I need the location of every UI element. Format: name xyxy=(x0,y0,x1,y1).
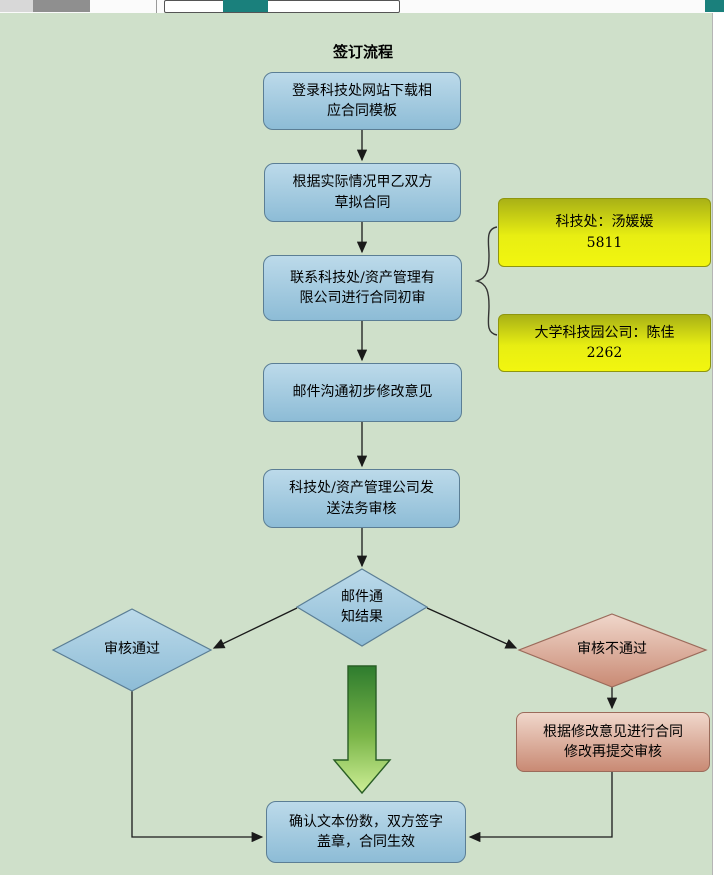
flow-step-download-label: 登录科技处网站下载相 应合同模板 xyxy=(292,82,432,119)
formula-bar[interactable] xyxy=(164,0,400,13)
topbar-teal-cell-right xyxy=(705,0,724,12)
flow-step-initial-review-box: 联系科技处/资产管理有 限公司进行合同初审 xyxy=(263,255,462,321)
topbar-segment-dark xyxy=(33,0,90,12)
contact-park-label: 大学科技园公司：陈佳 2262 xyxy=(534,324,675,361)
topbar-teal-cell xyxy=(223,0,268,12)
flow-step-legal-review-box: 科技处/资产管理公司发 送法务审核 xyxy=(263,469,460,528)
decision-label: 邮件通 知结果 xyxy=(341,589,383,625)
contact-keji-box: 科技处：汤媛媛 5811 xyxy=(498,198,711,267)
flow-step-final-box: 确认文本份数，双方签字 盖章，合同生效 xyxy=(266,801,466,863)
approved-label: 审核通过 xyxy=(104,641,160,658)
flow-step-initial-review-label: 联系科技处/资产管理有 限公司进行合同初审 xyxy=(290,269,435,306)
flow-step-email-feedback-label: 邮件沟通初步修改意见 xyxy=(292,384,433,401)
flow-step-revise-box: 根据修改意见进行合同 修改再提交审核 xyxy=(516,712,710,772)
topbar-divider xyxy=(156,0,157,13)
flow-step-draft-box: 根据实际情况甲乙双方 草拟合同 xyxy=(264,163,461,222)
flow-step-final-label: 确认文本份数，双方签字 盖章，合同生效 xyxy=(289,813,443,850)
flow-step-revise-label: 根据修改意见进行合同 修改再提交审核 xyxy=(543,723,683,760)
right-gutter xyxy=(712,13,724,875)
page-title: 签订流程 xyxy=(332,43,393,61)
topbar-segment-light xyxy=(0,0,33,12)
contact-keji-label: 科技处：汤媛媛 5811 xyxy=(555,214,654,251)
flow-step-download-box: 登录科技处网站下载相 应合同模板 xyxy=(263,72,461,130)
app-topbar xyxy=(0,0,724,13)
flow-step-email-feedback-box: 邮件沟通初步修改意见 xyxy=(263,363,462,422)
flow-step-legal-review-label: 科技处/资产管理公司发 送法务审核 xyxy=(289,480,434,517)
rejected-label: 审核不通过 xyxy=(577,641,647,658)
flow-step-draft-label: 根据实际情况甲乙双方 草拟合同 xyxy=(292,174,433,211)
contact-park-box: 大学科技园公司：陈佳 2262 xyxy=(498,314,711,372)
